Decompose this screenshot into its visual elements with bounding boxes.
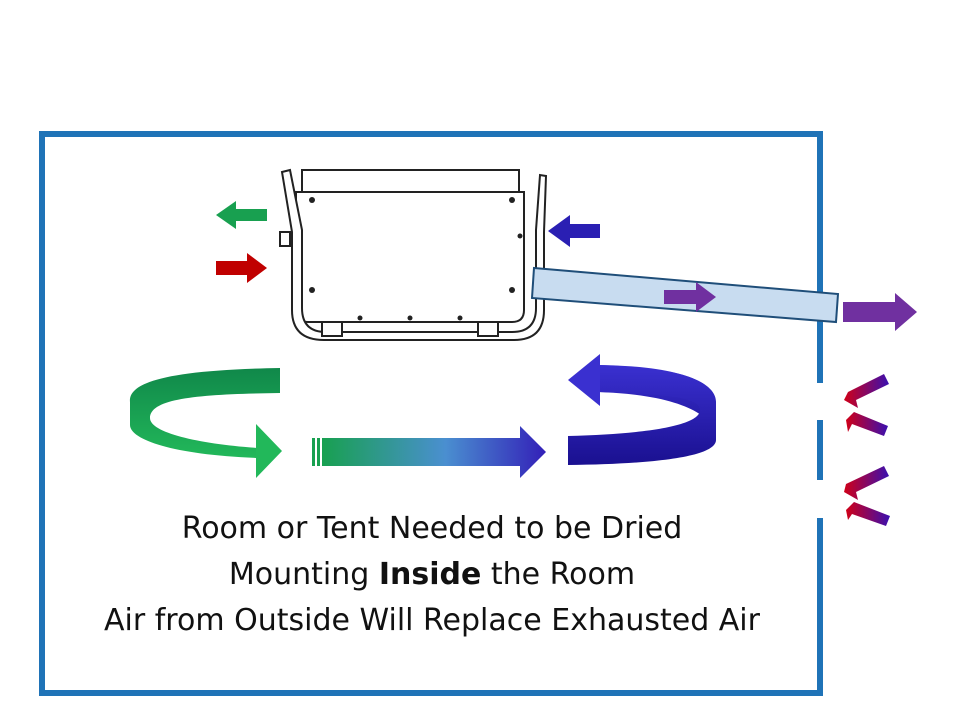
dehumidifier-unit-icon [279,168,548,341]
outside-air-arrow-icon [844,466,889,500]
blue-circulation-arrow-icon [568,354,716,465]
green-circulation-arrow-icon [129,368,282,478]
caption-line-3: Air from Outside Will Replace Exhausted … [104,603,760,638]
caption-line-2-start: Mounting [228,557,379,592]
caption-line-2-end: the Room [481,557,636,592]
dry-air-out-arrow-icon [216,201,267,229]
circulation-middle-arrow-icon [312,426,546,478]
outside-air-arrows [844,374,890,526]
caption-line-2: Mounting Inside the Room [42,552,822,598]
outside-air-arrow-icon [844,374,889,408]
wet-air-in-arrow-icon [216,253,267,283]
caption-line-1: Room or Tent Needed to be Dried [181,511,683,546]
exhaust-air-in-duct-arrow-icon [664,282,716,312]
caption-inside-emphasis: Inside [378,557,482,592]
outside-air-arrow-icon [846,502,890,526]
return-air-in-arrow-icon [548,215,600,247]
room-outline [39,131,823,696]
outside-air-arrow-icon [846,412,888,436]
exhaust-air-out-arrow-icon [843,293,917,331]
